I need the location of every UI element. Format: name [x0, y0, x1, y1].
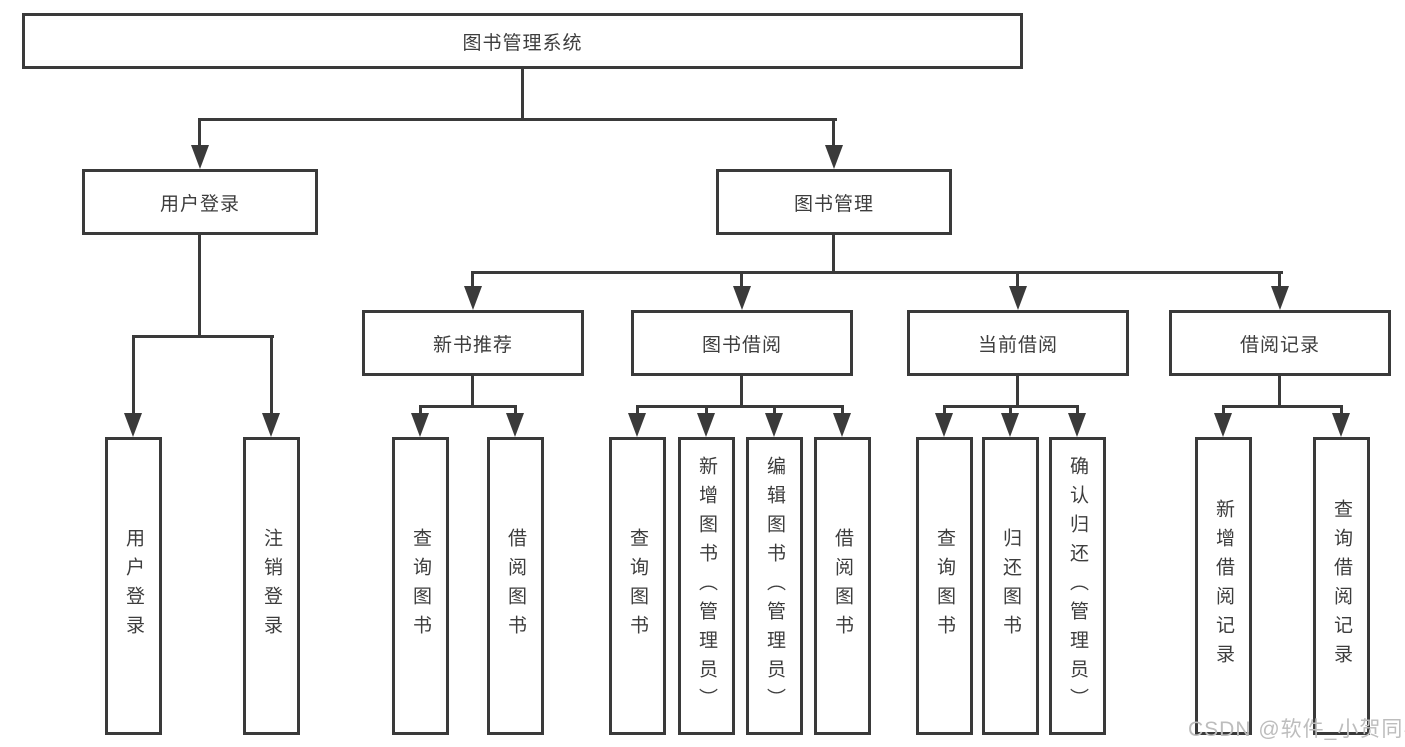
connector-line — [636, 408, 639, 415]
connector-line — [1222, 405, 1343, 408]
leaf-add-book-admin: 新增图书（管理员） — [678, 437, 735, 735]
connector-line — [636, 405, 844, 408]
connector-line — [740, 274, 743, 288]
node-library-system-label: 图书管理系统 — [462, 32, 583, 54]
leaf-logout: 注销登录 — [243, 437, 300, 735]
connector-line — [1278, 274, 1281, 288]
node-book-borrow-label: 图书借阅 — [701, 334, 782, 356]
arrow-down-icon — [697, 413, 715, 437]
connector-line — [521, 69, 524, 121]
arrow-down-icon — [124, 413, 142, 437]
arrow-down-icon — [506, 413, 524, 437]
connector-line — [1076, 408, 1079, 415]
leaf-query-borrow-record: 查询借阅记录 — [1313, 437, 1370, 735]
leaf-confirm-return-admin: 确认归还（管理员） — [1049, 437, 1106, 735]
connector-line — [773, 408, 776, 415]
node-user-login-label: 用户登录 — [159, 193, 240, 215]
node-book-borrow: 图书借阅 — [631, 310, 853, 376]
connector-line — [419, 408, 422, 415]
node-book-management-label: 图书管理 — [793, 193, 874, 215]
connector-line — [943, 405, 1079, 408]
arrow-down-icon — [464, 286, 482, 310]
leaf-edit-book-admin-label: 编辑图书（管理员） — [764, 455, 785, 717]
arrow-down-icon — [825, 145, 843, 169]
leaf-borrow-books: 借阅图书 — [814, 437, 871, 735]
leaf-query-books-borrow-label: 查询图书 — [627, 528, 648, 644]
arrow-down-icon — [262, 413, 280, 437]
arrow-down-icon — [1009, 286, 1027, 310]
arrow-down-icon — [833, 413, 851, 437]
node-book-management: 图书管理 — [716, 169, 952, 235]
leaf-query-books-current-label: 查询图书 — [934, 528, 955, 644]
connector-line — [1016, 376, 1019, 408]
leaf-return-books-label: 归还图书 — [1000, 528, 1021, 644]
connector-line — [471, 376, 474, 408]
leaf-edit-book-admin: 编辑图书（管理员） — [746, 437, 803, 735]
connector-line — [514, 408, 517, 415]
arrow-down-icon — [1332, 413, 1350, 437]
connector-line — [198, 234, 201, 338]
leaf-return-books: 归还图书 — [982, 437, 1039, 735]
leaf-logout-label: 注销登录 — [261, 528, 282, 644]
leaf-add-borrow-record-label: 新增借阅记录 — [1213, 499, 1234, 673]
connector-line — [740, 376, 743, 408]
arrow-down-icon — [765, 413, 783, 437]
leaf-user-login-label: 用户登录 — [123, 528, 144, 644]
node-borrow-records-label: 借阅记录 — [1239, 334, 1320, 356]
connector-line — [1016, 274, 1019, 288]
node-current-borrow: 当前借阅 — [907, 310, 1129, 376]
connector-line — [943, 408, 946, 415]
arrow-down-icon — [628, 413, 646, 437]
node-current-borrow-label: 当前借阅 — [977, 334, 1058, 356]
leaf-query-borrow-record-label: 查询借阅记录 — [1331, 499, 1352, 673]
connector-line — [1222, 408, 1225, 415]
leaf-borrow-books-recommend: 借阅图书 — [487, 437, 544, 735]
connector-line — [1009, 408, 1012, 415]
arrow-down-icon — [1214, 413, 1232, 437]
connector-line — [132, 335, 274, 338]
csdn-watermark: CSDN @软件_小贺同学 — [1188, 718, 1405, 741]
arrow-down-icon — [1271, 286, 1289, 310]
leaf-add-borrow-record: 新增借阅记录 — [1195, 437, 1252, 735]
connector-line — [1340, 408, 1343, 415]
leaf-query-books-current: 查询图书 — [916, 437, 973, 735]
node-borrow-records: 借阅记录 — [1169, 310, 1391, 376]
leaf-query-books-borrow: 查询图书 — [609, 437, 666, 735]
connector-line — [832, 234, 835, 274]
node-library-system: 图书管理系统 — [22, 13, 1023, 69]
arrow-down-icon — [191, 145, 209, 169]
connector-line — [832, 121, 835, 147]
leaf-query-books-recommend: 查询图书 — [392, 437, 449, 735]
leaf-user-login: 用户登录 — [105, 437, 162, 735]
connector-line — [1278, 376, 1281, 408]
leaf-add-book-admin-label: 新增图书（管理员） — [696, 455, 717, 717]
node-new-book-recommend-label: 新书推荐 — [432, 334, 513, 356]
connector-line — [471, 274, 474, 288]
arrow-down-icon — [733, 286, 751, 310]
connector-line — [198, 121, 201, 147]
leaf-borrow-books-recommend-label: 借阅图书 — [505, 528, 526, 644]
node-user-login: 用户登录 — [82, 169, 318, 235]
connector-line — [419, 405, 517, 408]
arrow-down-icon — [1001, 413, 1019, 437]
node-new-book-recommend: 新书推荐 — [362, 310, 584, 376]
leaf-confirm-return-admin-label: 确认归还（管理员） — [1067, 455, 1088, 717]
connector-line — [270, 338, 273, 415]
connector-line — [841, 408, 844, 415]
connector-line — [132, 338, 135, 415]
arrow-down-icon — [935, 413, 953, 437]
arrow-down-icon — [1068, 413, 1086, 437]
leaf-query-books-recommend-label: 查询图书 — [410, 528, 431, 644]
connector-line — [471, 271, 1283, 274]
leaf-borrow-books-label: 借阅图书 — [832, 528, 853, 644]
connector-line — [705, 408, 708, 415]
arrow-down-icon — [411, 413, 429, 437]
connector-line — [198, 118, 837, 121]
